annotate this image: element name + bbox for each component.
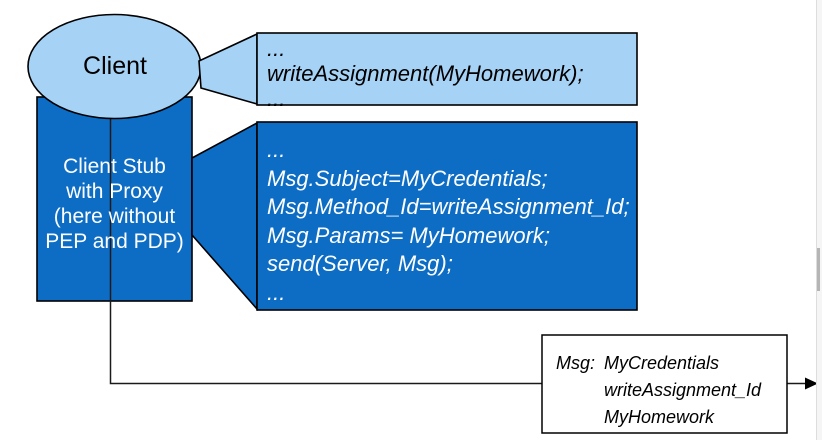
stub-label-line: (here without bbox=[53, 205, 176, 228]
arrowhead-icon bbox=[805, 377, 818, 390]
scrollbar-thumb[interactable] bbox=[817, 248, 820, 291]
stub-code-callout-text: ... Msg.Subject=MyCredentials; Msg.Metho… bbox=[267, 136, 632, 307]
client-callout-pointer bbox=[198, 32, 258, 106]
client-stub-box bbox=[36, 96, 193, 302]
code-line: ... bbox=[267, 137, 286, 162]
client-stub-label: Client Stub with Proxy (here without PEP… bbox=[37, 154, 192, 254]
message-value: writeAssignment_Id bbox=[604, 380, 762, 400]
code-line: Msg.Method_Id=writeAssignment_Id; bbox=[267, 194, 630, 219]
message-value: MyCredentials bbox=[604, 353, 720, 373]
client-label: Client bbox=[83, 52, 147, 80]
stub-label-line: with Proxy bbox=[66, 180, 163, 203]
stub-callout-box bbox=[256, 121, 638, 311]
stub-label-line: Client Stub bbox=[63, 155, 166, 178]
message-box-content: Msg: MyCredentials writeAssignment_Id My… bbox=[556, 350, 761, 431]
code-line: ... bbox=[267, 279, 286, 305]
code-line: ... bbox=[267, 36, 286, 61]
client-code-callout-text: ... writeAssignment(MyHomework); ... bbox=[267, 36, 632, 111]
scrollbar-track[interactable] bbox=[816, 0, 822, 440]
code-line: send(Server, Msg); bbox=[267, 251, 453, 276]
code-line: Msg.Params= MyHomework; bbox=[267, 222, 551, 248]
message-box-values: MyCredentials writeAssignment_Id MyHomew… bbox=[604, 350, 761, 431]
message-box-label: Msg: bbox=[556, 353, 596, 373]
code-line: Msg.Subject=MyCredentials; bbox=[267, 165, 548, 191]
code-line: writeAssignment(MyHomework); bbox=[267, 61, 584, 86]
code-line: ... bbox=[267, 86, 286, 111]
client-callout-box bbox=[256, 32, 638, 106]
stub-label-line: PEP and PDP) bbox=[45, 230, 184, 253]
message-box bbox=[541, 334, 788, 434]
stub-callout-pointer bbox=[191, 121, 258, 312]
message-value: MyHomework bbox=[604, 407, 715, 427]
